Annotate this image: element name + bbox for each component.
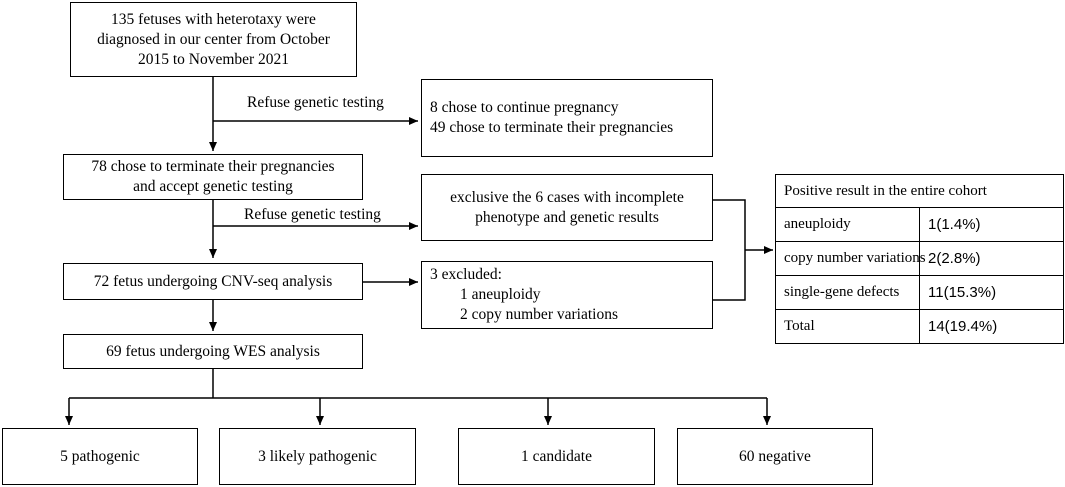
outcome-negative: 60 negative [677,428,873,485]
terminate-line: 49 chose to terminate their pregnancies [430,119,674,136]
continue-line: 8 chose to continue pregnancy [430,99,619,116]
results-table-header-row: Positive result in the entire cohort [775,174,1064,208]
results-row-value: 2(2.8%) [919,241,1064,276]
results-row: single-gene defects 11(15.3%) [775,275,1064,310]
excluded-heading: 3 excluded: [430,266,502,283]
outcome-pathogenic: 5 pathogenic [2,428,198,485]
outcome-pathogenic-label: 5 pathogenic [60,447,140,465]
results-table: Positive result in the entire cohort ane… [775,174,1064,344]
results-row-category: single-gene defects [775,275,920,310]
results-row-value: 11(15.3%) [919,275,1064,310]
wes-box: 69 fetus undergoing WES analysis [63,334,363,369]
refuse-label-1: Refuse genetic testing [247,94,384,111]
exclusive-line-1: exclusive the 6 cases with incomplete [450,188,684,206]
wes-text: 69 fetus undergoing WES analysis [106,342,320,360]
outcome-likely-pathogenic: 3 likely pathogenic [219,428,416,485]
excluded-box: 3 excluded: 1 aneuploidy 2 copy number v… [421,261,713,329]
results-row: copy number variations 2(2.8%) [775,241,1064,276]
outcome-candidate: 1 candidate [458,428,655,485]
results-row: Total 14(19.4%) [775,309,1064,344]
results-row-category: copy number variations [775,241,926,276]
excluded-cnv: 2 copy number variations [460,306,618,323]
continue-terminate-box: 8 chose to continue pregnancy 49 chose t… [421,79,713,157]
results-table-title: Positive result in the entire cohort [775,174,1064,208]
results-row-value: 1(1.4%) [919,207,1064,242]
accept-testing-box: 78 chose to terminate their pregnancies … [63,154,363,200]
results-row-category: Total [775,309,920,344]
excluded-aneuploidy: 1 aneuploidy [460,286,541,303]
results-row-category: aneuploidy [775,207,920,242]
cnv-seq-box: 72 fetus undergoing CNV-seq analysis [63,263,363,300]
start-line-3: 2015 to November 2021 [137,50,290,68]
start-box: 135 fetuses with heterotaxy were diagnos… [70,2,357,77]
refuse-label-2: Refuse genetic testing [244,206,381,223]
exclusive-box: exclusive the 6 cases with incomplete ph… [421,174,713,241]
start-line-2: diagnosed in our center from October [97,30,330,48]
bracket-to-results [712,199,746,301]
outcome-candidate-label: 1 candidate [520,447,592,465]
outcome-negative-label: 60 negative [739,447,811,465]
cnv-seq-text: 72 fetus undergoing CNV-seq analysis [93,272,333,290]
results-row: aneuploidy 1(1.4%) [775,207,1064,242]
exclusive-line-2: phenotype and genetic results [475,208,659,226]
accept-line-2: and accept genetic testing [133,178,293,195]
outcome-likely-pathogenic-label: 3 likely pathogenic [258,447,377,465]
accept-line-1: 78 chose to terminate their pregnancies [91,158,335,175]
results-row-value: 14(19.4%) [919,309,1064,344]
start-line-1: 135 fetuses with heterotaxy were [111,10,316,28]
